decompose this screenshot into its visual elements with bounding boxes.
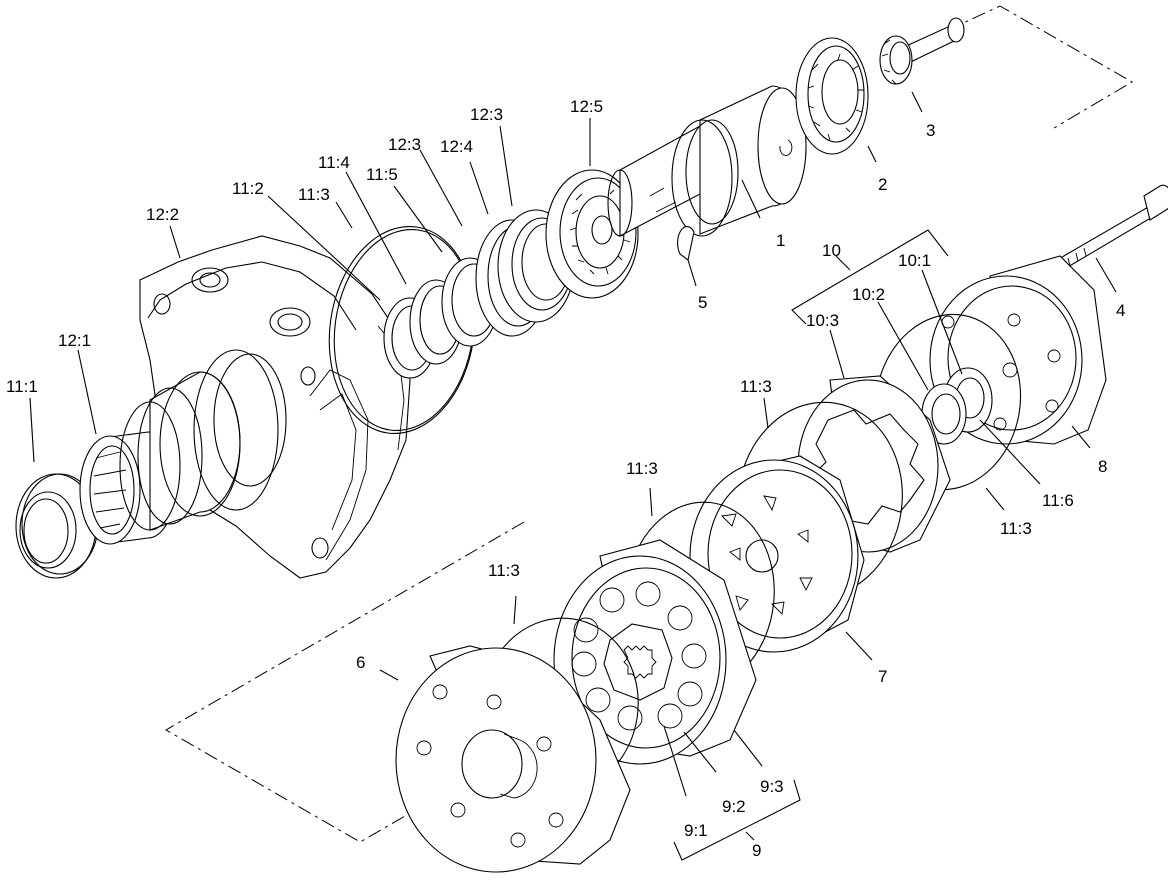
label-part-12-1: 12:1 bbox=[58, 331, 91, 350]
part-3-cardan-shaft bbox=[879, 17, 965, 85]
label-part-10-1: 10:1 bbox=[898, 251, 931, 270]
label-part-3: 3 bbox=[926, 121, 935, 140]
part-2-drive-bearing bbox=[795, 37, 869, 155]
label-part-8: 8 bbox=[1098, 457, 1107, 476]
label-part-9-1: 9:1 bbox=[684, 821, 708, 840]
label-part-12-2: 12:2 bbox=[146, 205, 179, 224]
label-part-9-3: 9:3 bbox=[760, 777, 784, 796]
part-6-end-plate bbox=[395, 645, 631, 873]
label-part-1: 1 bbox=[776, 231, 785, 250]
part-1-output-shaft bbox=[607, 85, 807, 237]
label-part-12-3-a: 12:3 bbox=[388, 135, 421, 154]
label-part-2: 2 bbox=[878, 175, 887, 194]
part-11-1-shaft-seal bbox=[15, 473, 99, 579]
part-labels: 1 2 3 4 5 6 7 8 9 9:1 9:2 9:3 10 10:1 10… bbox=[6, 97, 1125, 860]
label-part-12-3-b: 12:3 bbox=[470, 105, 503, 124]
label-part-10: 10 bbox=[822, 241, 841, 260]
label-part-7: 7 bbox=[878, 667, 887, 686]
label-part-6: 6 bbox=[356, 653, 365, 672]
label-part-11-3-distributor: 11:3 bbox=[626, 459, 658, 478]
label-part-11-3-housing: 11:3 bbox=[298, 185, 330, 204]
leader-lines bbox=[29, 91, 1117, 861]
label-part-11-2: 11:2 bbox=[232, 179, 264, 198]
label-part-10-3: 10:3 bbox=[806, 311, 839, 330]
label-part-12-5: 12:5 bbox=[570, 97, 603, 116]
label-part-4: 4 bbox=[1116, 301, 1125, 320]
part-4-bolt bbox=[1049, 184, 1168, 276]
label-part-9-2: 9:2 bbox=[722, 797, 746, 816]
label-part-5: 5 bbox=[698, 293, 707, 312]
assembly-guide-lines bbox=[165, 5, 1133, 843]
label-part-10-2: 10:2 bbox=[852, 285, 885, 304]
label-part-11-3-cover: 11:3 bbox=[1000, 519, 1032, 538]
part-12-5-roller-bearing bbox=[545, 169, 639, 299]
label-part-11-3-rotor: 11:3 bbox=[488, 561, 520, 580]
label-part-11-4: 11:4 bbox=[318, 153, 350, 172]
label-part-11-3-valve: 11:3 bbox=[740, 377, 772, 396]
label-part-12-4: 12:4 bbox=[440, 137, 473, 156]
label-part-11-1: 11:1 bbox=[6, 377, 38, 396]
part-12-2-housing bbox=[119, 235, 411, 579]
label-part-11-6: 11:6 bbox=[1042, 491, 1074, 510]
part-9-rotor-set bbox=[553, 539, 757, 765]
part-5-key bbox=[677, 226, 695, 261]
label-part-9: 9 bbox=[752, 841, 761, 860]
label-part-11-5: 11:5 bbox=[366, 165, 398, 184]
part-8-end-cover bbox=[929, 255, 1107, 445]
